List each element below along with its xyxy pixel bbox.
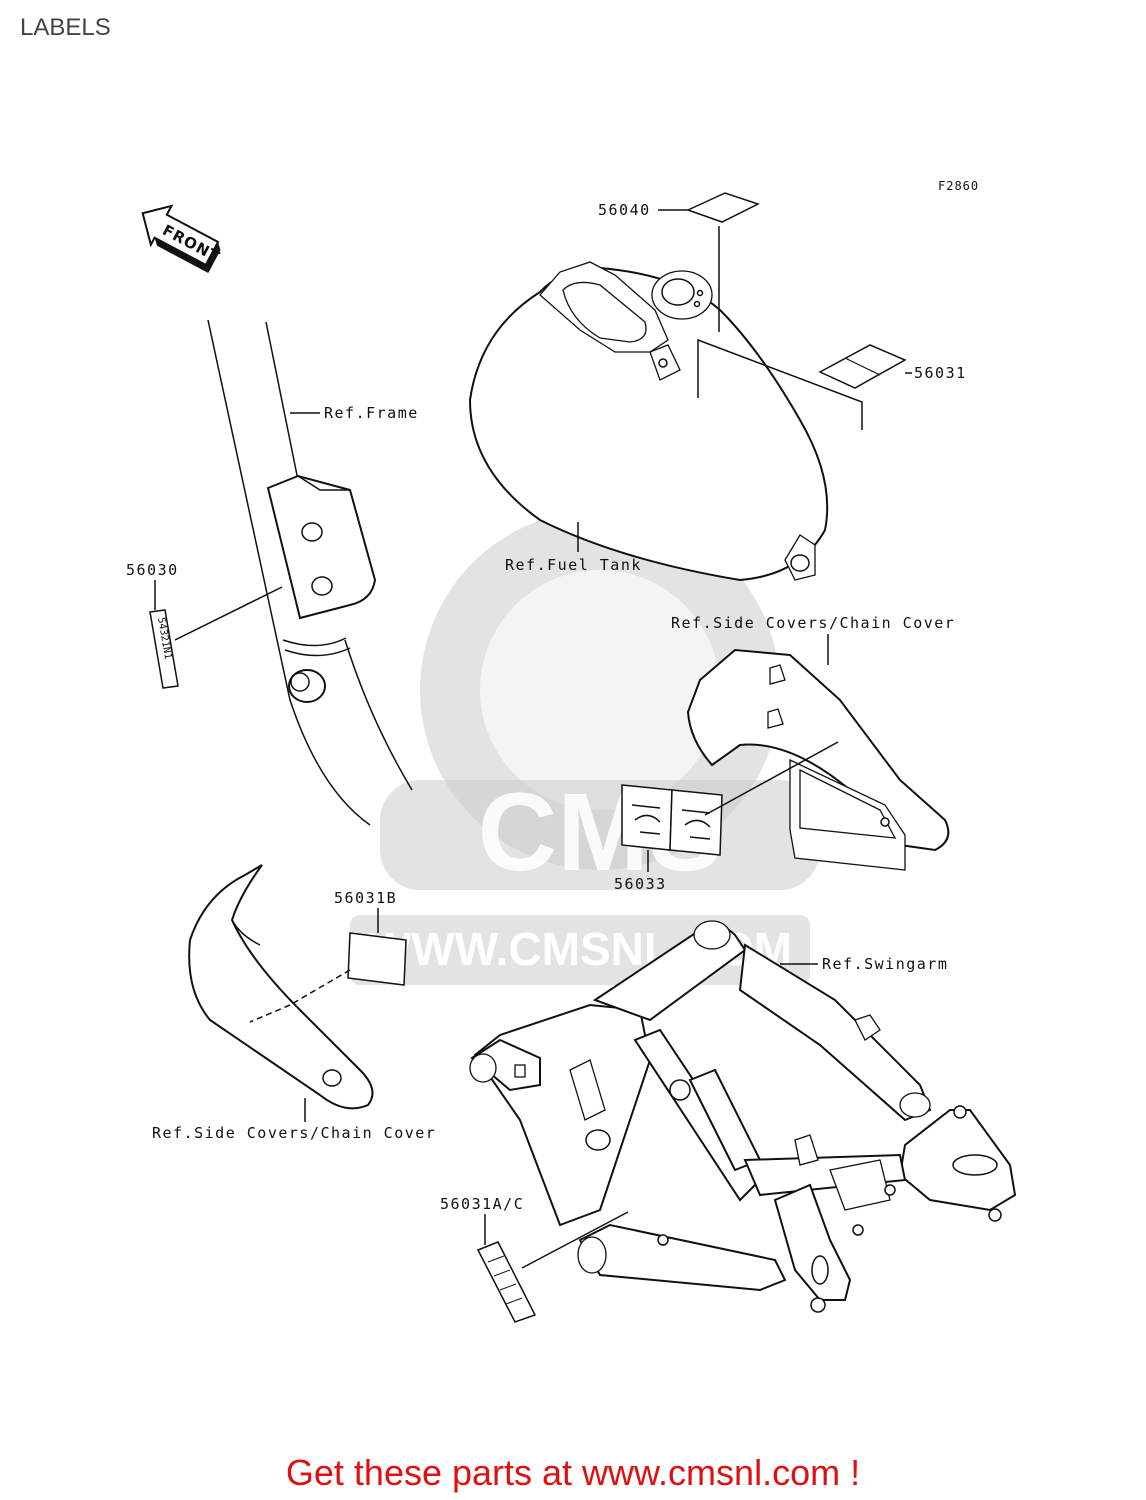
side-cover-left bbox=[188, 864, 374, 1110]
swingarm bbox=[469, 920, 1017, 1313]
part-number-56030: 56030 bbox=[126, 561, 179, 579]
fuel-tank bbox=[468, 261, 829, 582]
label-56033-stickers bbox=[621, 784, 723, 856]
label-56031B-sticker bbox=[347, 932, 407, 986]
label-56030-sticker: 54321N1 bbox=[149, 609, 179, 689]
side-cover-right bbox=[686, 648, 950, 871]
ref-side-covers-left: Ref.Side Covers/Chain Cover bbox=[152, 1124, 436, 1142]
ref-frame: Ref.Frame bbox=[324, 404, 419, 422]
part-number-56031AC: 56031A/C bbox=[440, 1195, 524, 1213]
label-56031-sticker bbox=[818, 344, 907, 389]
label-56040-sticker bbox=[686, 192, 760, 223]
ref-side-covers-right: Ref.Side Covers/Chain Cover bbox=[671, 614, 955, 632]
ref-fuel-tank: Ref.Fuel Tank bbox=[505, 556, 642, 574]
footer-cmsnl-link[interactable]: Get these parts at www.cmsnl.com ! bbox=[285, 1452, 861, 1493]
label-56031AC-sticker bbox=[476, 1241, 537, 1323]
part-number-56031B: 56031B bbox=[334, 889, 397, 907]
part-number-56040: 56040 bbox=[598, 201, 651, 219]
page-title: LABELS bbox=[20, 14, 111, 41]
frame-tube bbox=[207, 319, 413, 826]
part-number-56031: 56031 bbox=[914, 364, 967, 382]
ref-swingarm: Ref.Swingarm bbox=[822, 955, 948, 973]
figure-code: F2860 bbox=[938, 179, 979, 193]
cms-watermark: CMS WWW.CMSNL.COM bbox=[350, 510, 820, 985]
part-number-56033: 56033 bbox=[614, 875, 667, 893]
front-arrow-icon: FRONT bbox=[141, 204, 223, 274]
